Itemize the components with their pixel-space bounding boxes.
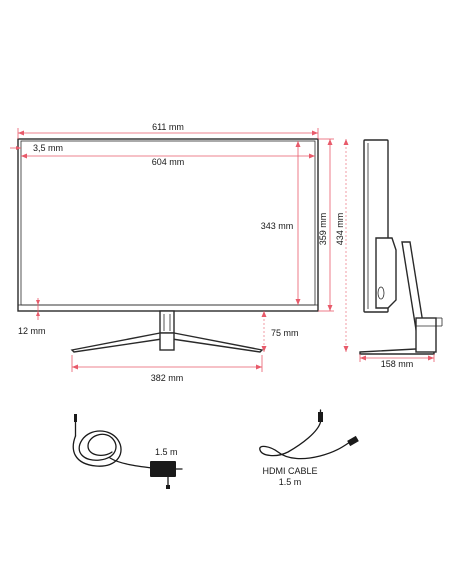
label-bezel-side: 3,5 mm [33, 143, 63, 153]
stand-left-leg [70, 332, 163, 353]
label-screen-width: 604 mm [152, 157, 185, 167]
side-base-block [415, 317, 437, 353]
dim-screen-height: 343 mm [261, 141, 301, 305]
power-adapter-brick [150, 461, 176, 477]
label-depth: 158 mm [381, 359, 414, 369]
hdmi-connector-end [347, 435, 359, 447]
label-stand-width: 382 mm [151, 373, 184, 383]
dim-screen-width: 604 mm [21, 153, 315, 167]
label-stand-height: 75 mm [271, 328, 299, 338]
label-panel-height: 359 mm [318, 213, 328, 246]
label-screen-height: 343 mm [261, 221, 294, 231]
stand-neck [159, 310, 175, 334]
dim-stand-height: 75 mm [261, 311, 299, 352]
hdmi-connector-top [318, 412, 323, 422]
label-hdmi-length: 1.5 m [279, 477, 302, 487]
side-view [359, 139, 443, 355]
dim-total-height: 434 mm [335, 139, 349, 352]
dim-stand-width: 382 mm [71, 355, 263, 383]
label-power-cable-length: 1.5 m [155, 447, 178, 457]
power-cable-coil [72, 430, 153, 469]
power-plug-top [74, 414, 77, 422]
front-view [17, 138, 319, 353]
side-hinge [377, 286, 385, 300]
label-total-width: 611 mm [152, 122, 184, 132]
monitor-frame [17, 138, 319, 312]
label-total-height: 434 mm [335, 213, 345, 246]
dim-panel-height: 359 mm [318, 138, 334, 312]
power-adapter-illustration: 1.5 m [72, 414, 183, 489]
stand-right-leg [171, 332, 264, 353]
dim-bezel-bottom: 12 mm [18, 298, 46, 336]
side-rear-housing [375, 237, 397, 309]
dim-bezel-side: 3,5 mm [10, 143, 63, 153]
dim-depth: 158 mm [359, 354, 435, 369]
label-hdmi-cable: HDMI CABLE [262, 466, 317, 476]
dim-total-width: 611 mm [17, 122, 319, 139]
label-bezel-bottom: 12 mm [18, 326, 46, 336]
stand-foot [159, 332, 175, 351]
hdmi-cable-illustration: HDMI CABLE 1.5 m [259, 409, 359, 487]
hdmi-cable-line [259, 421, 351, 460]
